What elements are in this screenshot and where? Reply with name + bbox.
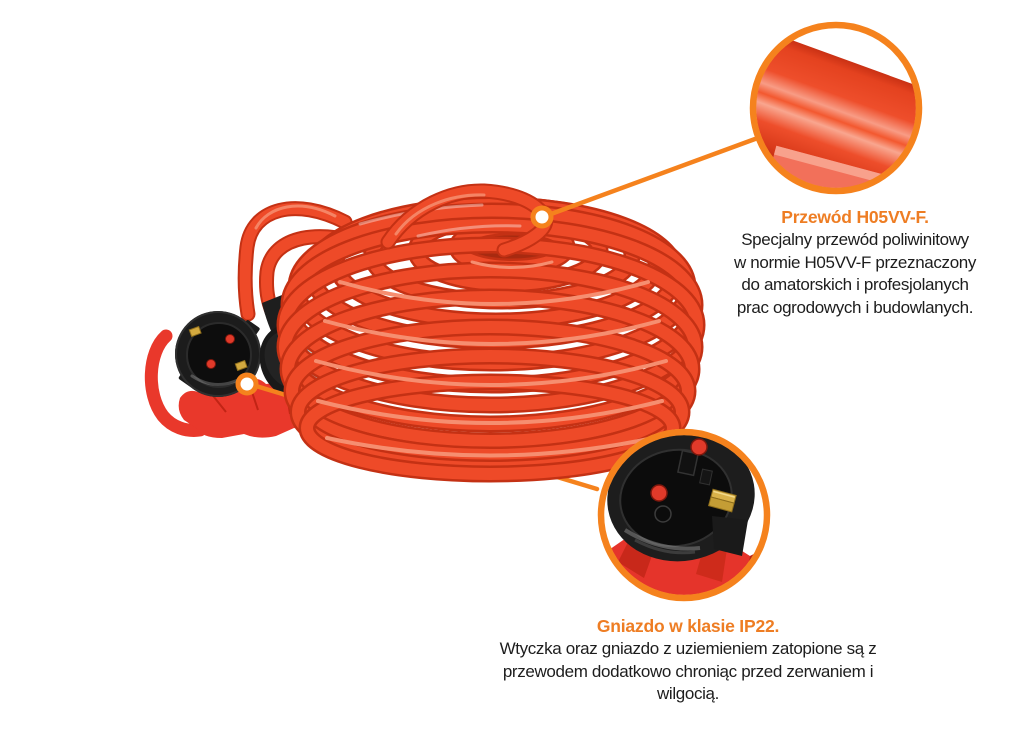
socket-callout-title: Gniazdo w klasie IP22. — [596, 616, 780, 636]
cable-loop — [380, 183, 554, 258]
callout-body-line: wilgocią. — [656, 684, 720, 703]
cable-callout-text: Przewód H05VV-F. Specjalny przewód poliw… — [700, 206, 1010, 319]
marker-ring-cable — [530, 205, 554, 229]
socket-ground-clips — [188, 325, 248, 372]
socket-cap-strap — [144, 329, 207, 437]
cable-callout-title: Przewód H05VV-F. — [781, 207, 929, 227]
callout-circle-cable — [749, 21, 923, 195]
socket-callout-text: Gniazdo w klasie IP22. Wtyczka oraz gnia… — [468, 615, 908, 706]
callout-body-line: prac ogrodowych i budowlanych. — [736, 297, 974, 317]
cable-coil — [276, 196, 706, 483]
callout-body-line: do amatorskich i profesjolanych — [741, 275, 969, 294]
callout-body-line: Specjalny przewód poliwinitowy — [741, 230, 969, 249]
callout-body-line: w normie H05VV-F przeznaczony — [733, 252, 977, 272]
callout-body-line: Wtyczka oraz gniazdo z uziemieniem zatop… — [499, 639, 877, 658]
callout-circle-socket — [597, 428, 771, 602]
leader-line-cable — [548, 136, 758, 217]
socket-pin-holes — [206, 334, 235, 369]
marker-ring-socket — [235, 372, 259, 396]
callout-body-line: przewodem dodatkowo chroniąc przed zerwa… — [502, 661, 874, 681]
